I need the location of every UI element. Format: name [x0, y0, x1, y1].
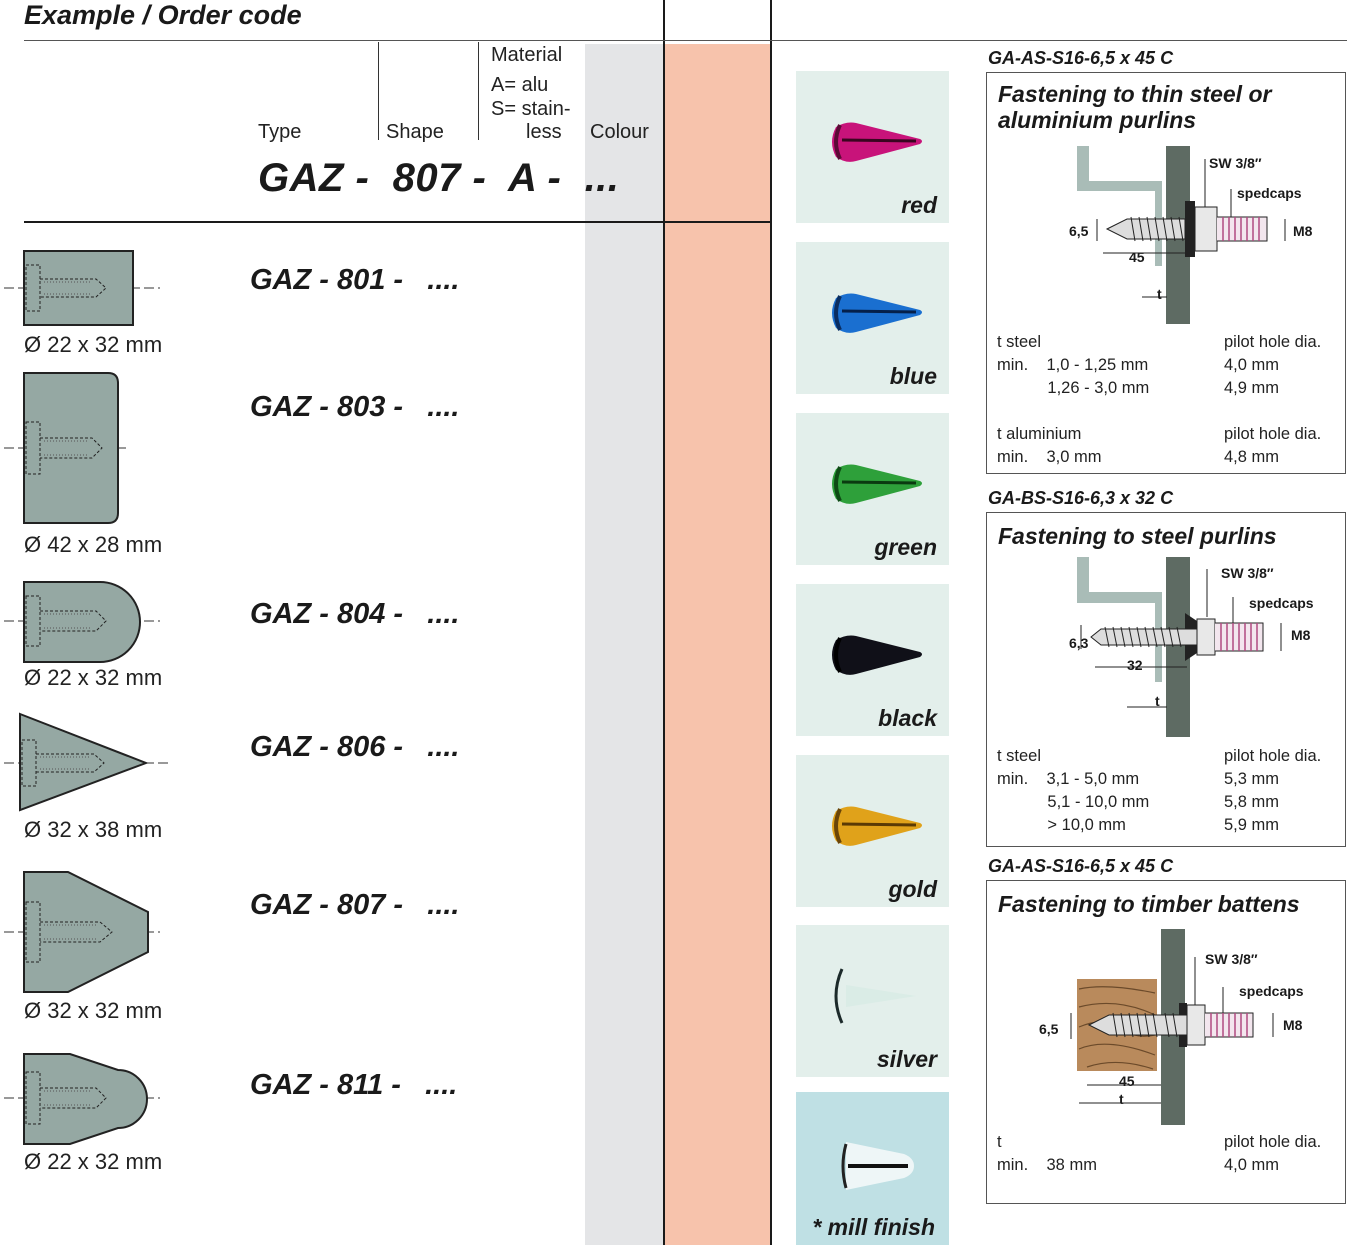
fastening-1-d-label: 6,5 — [1069, 223, 1089, 239]
fastening-1-len-label: 45 — [1129, 249, 1145, 265]
product-dim-811: Ø 22 x 32 mm — [24, 1149, 163, 1174]
fastening-1-sw-label: SW 3/8″ — [1209, 155, 1262, 171]
fastening-2-title: Fastening to steel purlins — [998, 523, 1277, 549]
colour-label-black: black — [878, 705, 937, 731]
fastening-1-t-label: t — [1157, 286, 1162, 302]
header-material-3: S= stain- — [491, 98, 571, 120]
colour-column-band — [585, 44, 664, 1245]
divider-vertical-1 — [663, 0, 665, 1245]
product-dim-807: Ø 32 x 32 mm — [24, 998, 163, 1023]
header-material-1: Material — [491, 44, 563, 66]
shape-806-icon — [4, 712, 170, 812]
product-code-811: GAZ - 811 - .... — [250, 1069, 458, 1101]
colour-swatch-mill-finish: * mill finish — [796, 1092, 949, 1245]
product-code-806: GAZ - 806 - .... — [250, 731, 460, 763]
fastening-3-d-label: 6,5 — [1039, 1021, 1059, 1037]
shape-801-icon — [4, 250, 160, 326]
fastening-1-caption: GA-AS-S16-6,5 x 45 C — [988, 48, 1174, 68]
product-dim-806: Ø 32 x 38 mm — [24, 817, 163, 842]
colour-swatch-blue: blue — [796, 242, 949, 394]
fastening-3-m-label: M8 — [1283, 1017, 1303, 1033]
header-material-4: less — [526, 121, 562, 143]
order-code-example: GAZ - 807 - A - ... — [258, 156, 620, 200]
fastening-2-len-label: 32 — [1127, 657, 1143, 673]
shape-807-icon — [4, 871, 160, 993]
fastening-2-diagram — [1077, 557, 1282, 737]
fastening-3-caption: GA-AS-S16-6,5 x 45 C — [988, 856, 1174, 876]
fastening-1-spec-left: t steel min. 1,0 - 1,25 mm 1,26 - 3,0 mm… — [997, 333, 1150, 466]
colour-swatch-red: red — [796, 71, 949, 223]
fastening-2-box: Fastening to steel purlins SW 3/8″ spedc… — [986, 512, 1346, 847]
fastening-2-sw-label: SW 3/8″ — [1221, 565, 1274, 581]
header-material-2: A= alu — [491, 74, 549, 96]
header-type: Type — [258, 121, 302, 143]
fastening-3-sw-label: SW 3/8″ — [1205, 951, 1258, 967]
colour-swatch-silver: silver — [796, 925, 949, 1077]
divider-vertical-2 — [770, 0, 772, 1245]
product-dim-804: Ø 22 x 32 mm — [24, 665, 163, 690]
colour-swatch-gold: gold — [796, 755, 949, 907]
product-dim-801: Ø 22 x 32 mm — [24, 332, 163, 357]
shape-803-icon — [4, 372, 130, 524]
fastening-3-t-label: t — [1119, 1091, 1124, 1107]
shape-811-icon — [4, 1053, 160, 1145]
fastening-2-spec-right: pilot hole dia. 5,3 mm 5,8 mm 5,9 mm — [1224, 747, 1322, 834]
fastening-2-t-label: t — [1155, 693, 1160, 709]
fastening-2-spec-left: t steel min. 3,1 - 5,0 mm 5,1 - 10,0 mm … — [997, 747, 1150, 834]
fastening-2-m-label: M8 — [1291, 627, 1311, 643]
shape-804-icon — [4, 581, 160, 663]
colour-label-blue: blue — [889, 363, 937, 389]
header-top-rule — [24, 40, 1347, 41]
product-code-804: GAZ - 804 - .... — [250, 598, 460, 630]
product-code-807: GAZ - 807 - .... — [250, 889, 460, 921]
colour-label-green: green — [874, 534, 937, 560]
fastening-3-title: Fastening to timber battens — [998, 891, 1300, 917]
colour-label-silver: silver — [876, 1046, 937, 1072]
fastening-1-title: Fastening to thin steel or aluminium pur… — [998, 81, 1272, 133]
salmon-band — [665, 44, 770, 1245]
fastening-3-box: Fastening to timber battens SW 3/8″ sped… — [986, 880, 1346, 1204]
product-dim-803: Ø 42 x 28 mm — [24, 532, 163, 557]
header-bottom-rule — [24, 221, 771, 223]
colour-swatch-black: black — [796, 584, 949, 736]
colour-label-mill-finish: * mill finish — [812, 1214, 935, 1240]
fastening-1-box: Fastening to thin steel or aluminium pur… — [986, 72, 1346, 474]
page-title: Example / Order code — [24, 0, 302, 30]
header-shape: Shape — [386, 121, 444, 143]
fastening-2-caps-label: spedcaps — [1249, 595, 1314, 611]
product-code-803: GAZ - 803 - .... — [250, 391, 460, 423]
header-tick-shape — [478, 42, 479, 140]
fastening-3-diagram — [1070, 929, 1274, 1125]
colour-label-gold: gold — [888, 876, 937, 902]
product-code-801: GAZ - 801 - .... — [250, 264, 460, 296]
header-tick-type — [378, 42, 379, 140]
fastening-1-caps-label: spedcaps — [1237, 185, 1302, 201]
colour-label-red: red — [901, 192, 937, 218]
fastening-1-diagram — [1077, 146, 1286, 324]
fastening-3-caps-label: spedcaps — [1239, 983, 1304, 999]
header-colour: Colour — [590, 121, 649, 143]
fastening-3-spec-left: t min. 38 mm — [997, 1133, 1097, 1174]
fastening-1-m-label: M8 — [1293, 223, 1313, 239]
fastening-3-len-label: 45 — [1119, 1073, 1135, 1089]
fastening-2-d-label: 6,3 — [1069, 635, 1089, 651]
colour-swatch-green: green — [796, 413, 949, 565]
fastening-2-caption: GA-BS-S16-6,3 x 32 C — [988, 488, 1174, 508]
fastening-3-spec-right: pilot hole dia. 4,0 mm — [1224, 1133, 1322, 1174]
fastening-1-spec-right: pilot hole dia. 4,0 mm 4,9 mm pilot hole… — [1224, 333, 1322, 466]
